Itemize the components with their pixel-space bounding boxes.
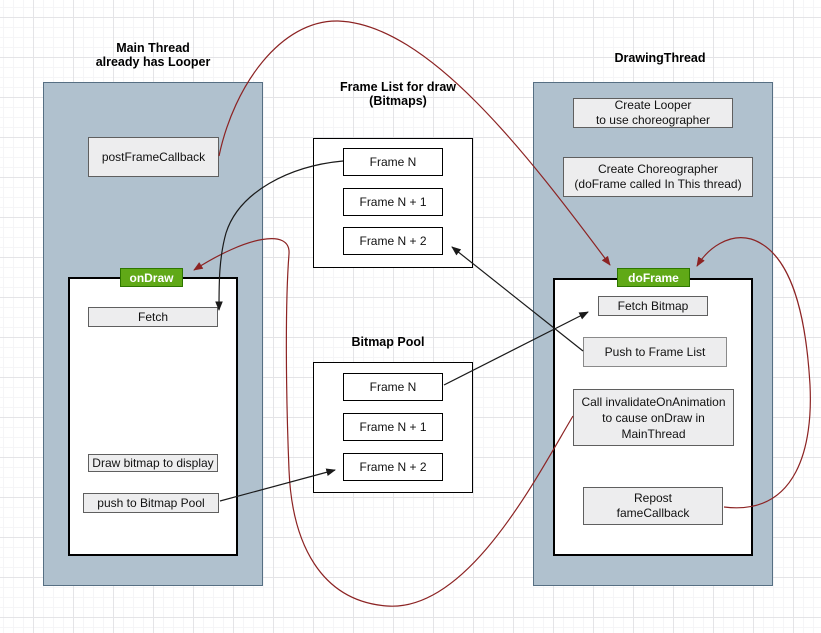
- create-choreographer-line2: (doFrame called In This thread): [574, 177, 742, 191]
- on-draw-tag: onDraw: [120, 268, 183, 287]
- do-frame-tag: doFrame: [617, 268, 690, 287]
- create-looper-box: Create Looper to use choreographer: [573, 98, 733, 128]
- post-frame-callback-box: postFrameCallback: [88, 137, 219, 177]
- drawing-thread-title-text: DrawingThread: [614, 51, 706, 65]
- frame-list-item-1: Frame N + 1: [343, 188, 443, 216]
- drawing-thread-title: DrawingThread: [580, 51, 740, 65]
- fetch-box: Fetch: [88, 307, 218, 327]
- bitmap-pool-title-text: Bitmap Pool: [351, 335, 425, 349]
- bitmap-pool-item-0-label: Frame N: [369, 380, 417, 394]
- bitmap-pool-item-0: Frame N: [343, 373, 443, 401]
- bitmap-pool-item-1-label: Frame N + 1: [359, 420, 427, 434]
- call-invalidate-line1: Call invalidateOnAnimation: [581, 394, 726, 409]
- call-invalidate-line3: MainThread: [621, 426, 686, 441]
- frame-list-title-line2: (Bitmaps): [369, 94, 427, 108]
- frame-list-item-0-label: Frame N: [369, 155, 417, 169]
- draw-bitmap-to-display-label: Draw bitmap to display: [92, 455, 214, 470]
- bitmap-pool-title: Bitmap Pool: [318, 335, 458, 349]
- fetch-bitmap-label: Fetch Bitmap: [617, 298, 689, 313]
- create-choreographer-line1: Create Choreographer: [597, 162, 719, 176]
- bitmap-pool-item-2: Frame N + 2: [343, 453, 443, 481]
- frame-list-item-2: Frame N + 2: [343, 227, 443, 255]
- push-to-frame-list-label: Push to Frame List: [604, 344, 706, 359]
- create-choreographer-box: Create Choreographer (doFrame called In …: [563, 157, 753, 197]
- frame-list-item-2-label: Frame N + 2: [359, 234, 427, 248]
- frame-list-title-line1: Frame List for draw: [340, 80, 456, 94]
- call-invalidate-line2: to cause onDraw in: [602, 410, 705, 425]
- repost-fame-callback-box: Repost fameCallback: [583, 487, 723, 525]
- main-thread-title-line2: already has Looper: [95, 55, 211, 69]
- main-thread-title: Main Thread already has Looper: [83, 41, 223, 69]
- create-looper-line2: to use choreographer: [595, 113, 711, 127]
- frame-list-item-1-label: Frame N + 1: [359, 195, 427, 209]
- repost-line2: fameCallback: [616, 506, 690, 520]
- fetch-label: Fetch: [137, 309, 168, 324]
- push-to-bitmap-pool-box: push to Bitmap Pool: [83, 493, 219, 513]
- draw-bitmap-to-display-box: Draw bitmap to display: [88, 454, 218, 472]
- push-to-bitmap-pool-label: push to Bitmap Pool: [97, 495, 205, 510]
- do-frame-label: doFrame: [628, 270, 679, 285]
- push-to-frame-list-box: Push to Frame List: [583, 337, 727, 367]
- repost-line1: Repost: [633, 491, 673, 505]
- frame-list-item-0: Frame N: [343, 148, 443, 176]
- post-frame-callback-label: postFrameCallback: [101, 149, 206, 164]
- frame-list-title: Frame List for draw (Bitmaps): [328, 80, 468, 108]
- fetch-bitmap-box: Fetch Bitmap: [598, 296, 708, 316]
- on-draw-label: onDraw: [129, 270, 174, 285]
- bitmap-pool-item-1: Frame N + 1: [343, 413, 443, 441]
- bitmap-pool-item-2-label: Frame N + 2: [359, 460, 427, 474]
- main-thread-title-line1: Main Thread: [116, 41, 190, 55]
- call-invalidate-box: Call invalidateOnAnimation to cause onDr…: [573, 389, 734, 446]
- create-looper-line1: Create Looper: [614, 98, 692, 112]
